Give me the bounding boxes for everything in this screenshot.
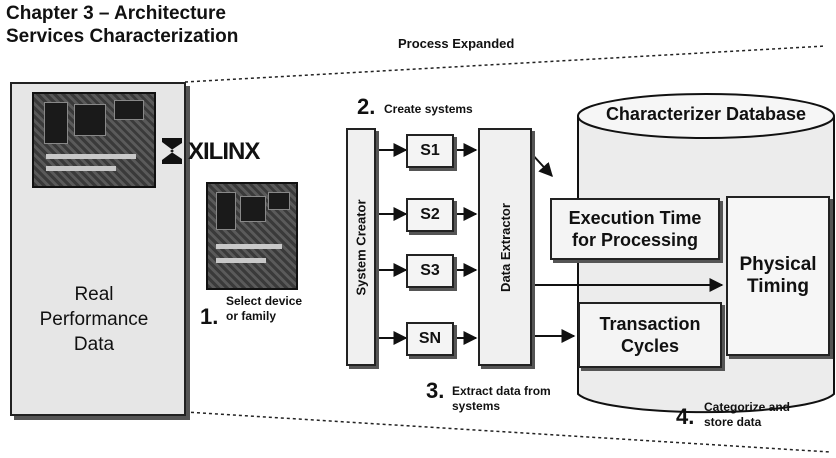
step-1-number: 1. [200, 304, 219, 329]
arrow-to-execution [529, 151, 553, 178]
physical-line-2: Timing [747, 276, 809, 297]
system-s2-box: S2 [406, 198, 454, 232]
step-3-line-1: Extract data from [452, 384, 551, 398]
system-sn-box: SN [406, 322, 454, 356]
xilinx-logo-text: XILINX [188, 138, 260, 165]
db-line-3: Data [73, 334, 115, 355]
step-1-label: Select device or family [226, 294, 302, 324]
fpga-board-image [32, 92, 156, 188]
step-1-line-1: Select device [226, 294, 303, 308]
step-4-label: Categorize and store data [704, 400, 790, 430]
system-s3-box: S3 [406, 254, 454, 288]
physical-timing-box: Physical Timing [726, 196, 830, 356]
step-4-line-2: store data [704, 415, 762, 429]
step-4-number: 4. [676, 404, 695, 429]
title-line-1: Chapter 3 – Architecture [6, 3, 226, 24]
expand-line-top [184, 45, 827, 83]
execution-line-1: Execution Time [568, 208, 702, 228]
page-title: Chapter 3 – Architecture Services Charac… [6, 2, 326, 48]
transaction-cycles-box: Transaction Cycles [578, 302, 722, 368]
step-3-line-2: systems [452, 399, 501, 413]
execution-line-2: for Processing [571, 230, 699, 250]
data-extractor-label: Data Extractor [497, 202, 513, 292]
device-board-image [206, 182, 298, 290]
data-extractor-box: Data Extractor [478, 128, 532, 366]
step-3-label: Extract data from systems [452, 384, 551, 414]
title-line-2: Services Characterization [6, 26, 239, 47]
system-s1-box: S1 [406, 134, 454, 168]
step-4-line-1: Categorize and [704, 400, 791, 414]
step-3-number: 3. [426, 378, 445, 403]
execution-time-box: Execution Time for Processing [550, 198, 720, 260]
system-creator-box: System Creator [346, 128, 376, 366]
real-performance-db: Real Performance Data [26, 282, 162, 357]
step-2-number: 2. [357, 94, 376, 119]
db-line-2: Performance [39, 309, 149, 330]
db-line-1: Real [74, 284, 114, 305]
system-creator-label: System Creator [353, 198, 369, 296]
step-1-line-2: or family [226, 309, 277, 323]
transaction-line-2: Cycles [620, 336, 680, 356]
transaction-line-1: Transaction [599, 314, 701, 334]
step-2-label: Create systems [384, 102, 473, 116]
xilinx-logo-icon [160, 136, 184, 166]
process-expanded-label: Process Expanded [398, 36, 515, 51]
physical-line-1: Physical [739, 254, 817, 275]
characterizer-db-title: Characterizer Database [605, 104, 807, 124]
